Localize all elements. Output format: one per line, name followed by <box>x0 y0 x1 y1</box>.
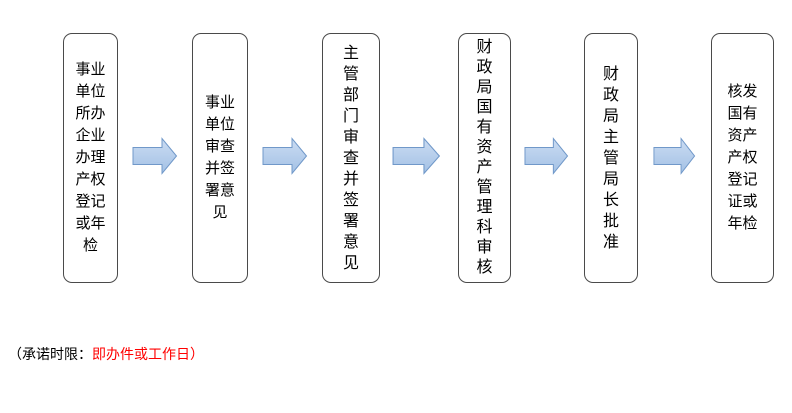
right-block-arrow-icon <box>524 137 569 175</box>
flow-step-6: 核发国有资产产权登记证或年检 <box>711 33 774 283</box>
right-block-arrow-icon <box>392 137 441 175</box>
right-block-arrow-icon <box>653 137 696 175</box>
flow-step-3: 主管部门审查并签署意见 <box>322 33 380 283</box>
flow-step-2: 事业单位审查并签署意见 <box>192 33 248 283</box>
flow-step-6-label: 核发国有资产产权登记证或年检 <box>727 84 758 232</box>
footnote-prefix: （承诺时限： <box>8 348 92 363</box>
flow-step-4: 财政局国有资产管理科审核 <box>458 33 511 283</box>
flow-step-2-label: 事业单位审查并签署意见 <box>205 95 236 221</box>
footnote-highlight: 即办件或工作日） <box>92 348 204 363</box>
flow-step-5-label: 财政局主管局长批准 <box>602 65 619 251</box>
flow-step-3-label: 主管部门审查并签署意见 <box>342 44 359 272</box>
footnote: （承诺时限：即办件或工作日） <box>8 347 204 365</box>
right-block-arrow-icon <box>132 137 178 175</box>
flow-step-4-label: 财政局国有资产管理科审核 <box>476 39 493 276</box>
flow-step-1: 事业单位所办企业办理产权登记或年检 <box>63 33 118 283</box>
flow-step-1-label: 事业单位所办企业办理产权登记或年检 <box>75 62 106 254</box>
flow-step-5: 财政局主管局长批准 <box>584 33 638 283</box>
right-block-arrow-icon <box>262 137 308 175</box>
